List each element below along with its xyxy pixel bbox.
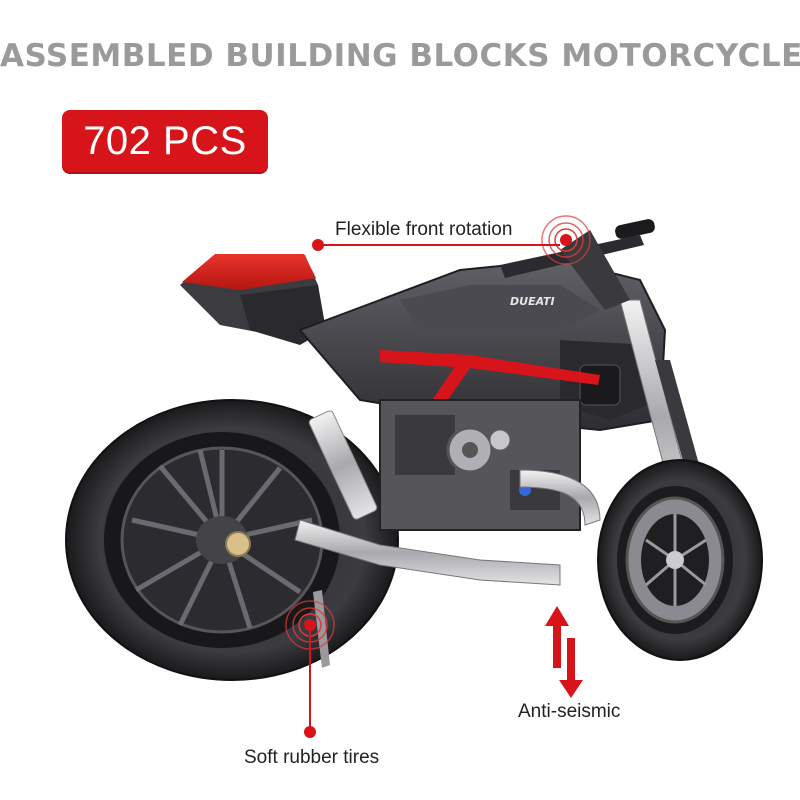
anti-seismic-arrows-icon — [545, 606, 583, 698]
tire-dot — [304, 726, 316, 738]
brand-mark: DUEATI — [510, 295, 555, 308]
rear-wheel — [65, 399, 399, 681]
side-grille — [579, 364, 621, 406]
page-title: ASSEMBLED BUILDING BLOCKS MOTORCYCLE — [0, 38, 800, 74]
rear-shock — [308, 410, 378, 520]
tire-marker-icon — [285, 600, 335, 650]
front-rotation-marker-icon — [541, 215, 591, 265]
tail-red-panel — [182, 254, 316, 290]
callout-tires: Soft rubber tires — [244, 747, 380, 768]
callout-anti-seismic: Anti-seismic — [518, 701, 621, 722]
piece-count-label: 702 PCS — [83, 119, 247, 163]
piece-count-badge: 702 PCS — [62, 110, 268, 172]
front-wheel — [597, 459, 763, 661]
tank-top-panel — [400, 285, 600, 330]
callout-front-rotation: Flexible front rotation — [335, 219, 513, 240]
frame-red-bar — [380, 350, 600, 385]
header-pipe — [519, 469, 601, 526]
exhaust-pipe — [294, 519, 561, 586]
front-rotation-dot — [312, 239, 324, 251]
engine-block — [379, 399, 581, 531]
